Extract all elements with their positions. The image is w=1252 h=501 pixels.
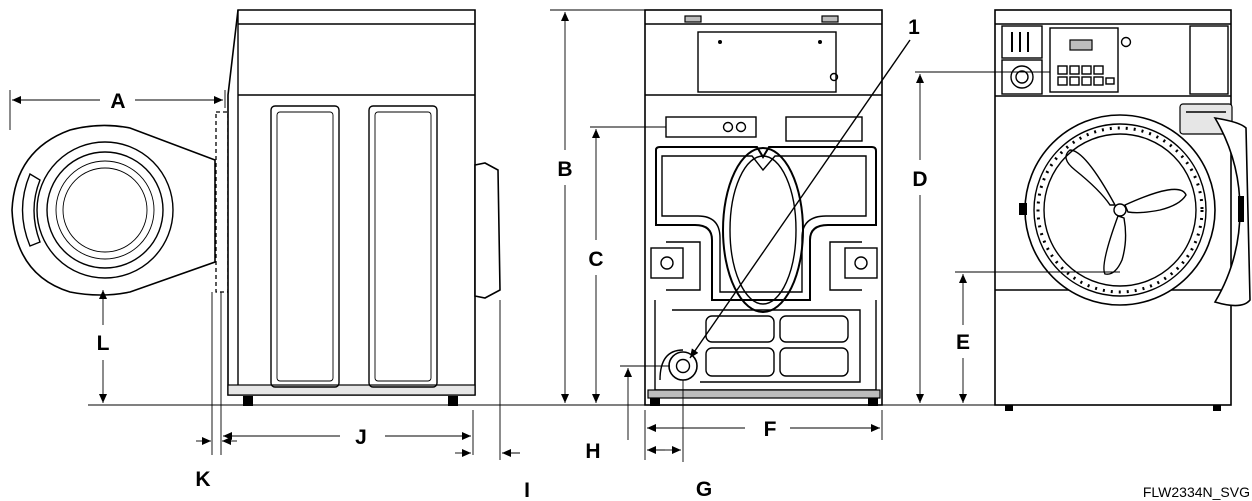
front-foot [243,396,253,406]
label-a: A [110,90,125,113]
label-j: J [355,426,367,449]
side-cabinet [227,9,476,396]
rear-label-plate [785,116,863,142]
dial-icon [1120,36,1132,48]
drum-paddles [1065,149,1187,275]
drum [1043,133,1197,287]
door-swing [11,124,216,296]
access-panel [697,31,837,93]
label-h: H [585,440,600,463]
rear-drum-opening [722,147,804,313]
label-i: I [524,479,530,501]
mount-left [650,247,684,279]
rear-frame-upper [655,146,877,301]
door-opening [1024,114,1216,306]
label-e: E [956,331,970,354]
side-view [11,9,501,406]
label-b: B [557,158,572,181]
mount-right [844,247,878,279]
open-door [1213,116,1251,307]
control-console [1049,27,1119,93]
rear-housing [474,162,501,299]
display-screen [1069,39,1093,51]
rear-view [644,9,883,406]
coin-slot-panel [1001,25,1043,59]
rear-cabinet [644,9,883,406]
callout-1: 1 [908,16,920,39]
drain-outlet [668,351,698,381]
coin-box [1001,59,1043,95]
label-k: K [195,468,210,491]
rear-foot [448,396,458,406]
front-label-area [1189,25,1229,95]
label-d: D [912,168,927,191]
label-l: L [97,332,110,355]
dimension-lines [9,9,1120,462]
side-panel-right [368,105,438,388]
front-view [994,9,1251,411]
drawing-code: FLW2334N_SVG [1143,484,1250,500]
door-panel-outline [215,111,229,293]
keypad [1057,65,1115,86]
label-g: G [696,478,712,501]
side-panel-left [270,105,340,388]
label-f: F [764,418,777,441]
label-c: C [588,248,603,271]
